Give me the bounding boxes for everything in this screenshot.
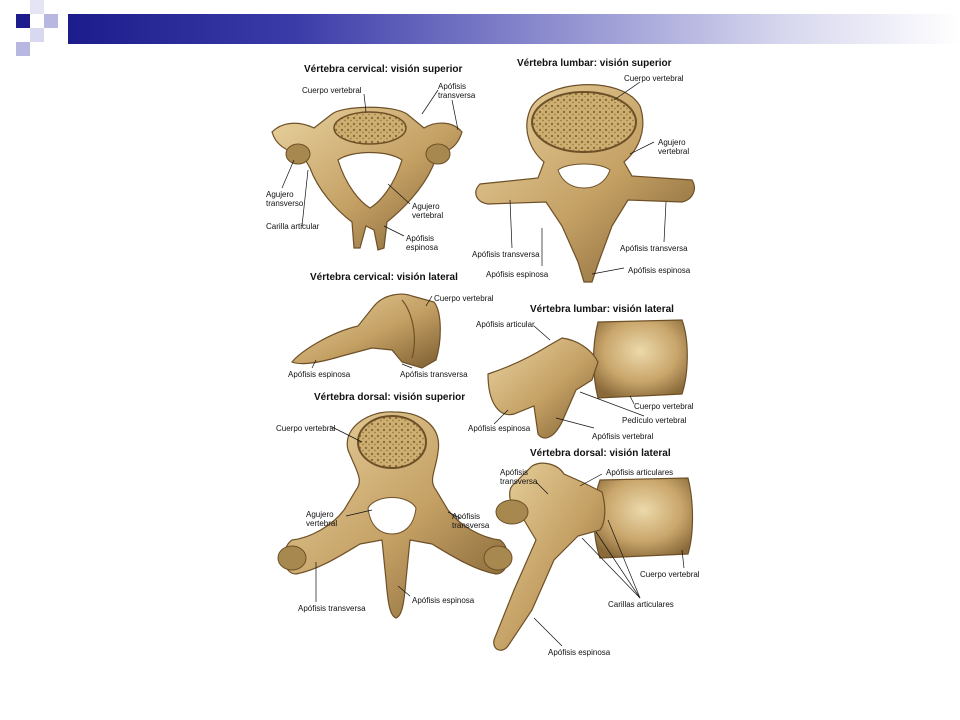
label-agujero-transverso: Agujero <box>266 190 294 199</box>
vertebrae-plate: Vértebra cervical: visión superior Vérte… <box>262 50 722 675</box>
label-apofisis-espinosa: Apófisis espinosa <box>412 596 475 605</box>
header-square-decoration <box>44 14 58 28</box>
lumbar-superior-illustration <box>475 84 695 283</box>
label-agujero-vertebral: vertebral <box>412 211 444 220</box>
label-apofisis-transversa: Apófisis <box>438 82 467 91</box>
label-apofisis-transversa: Apófisis transversa <box>400 370 468 379</box>
label-apofisis-articulares: Apófisis articulares <box>606 468 674 477</box>
label-apofisis-transversa: Apófisis <box>500 468 529 477</box>
label-apofisis-espinosa: Apófisis espinosa <box>468 424 531 433</box>
header-square-decoration <box>30 28 44 42</box>
label-carillas-articulares: Carillas articulares <box>608 600 674 609</box>
header-square-decoration <box>16 42 30 56</box>
label-cuerpo-vertebral: Cuerpo vertebral <box>634 402 694 411</box>
label-agujero-vertebral: Agujero <box>658 138 686 147</box>
header-square-decoration <box>30 0 44 14</box>
label-agujero-vertebral: Agujero <box>306 510 334 519</box>
label-cuerpo-vertebral: Cuerpo vertebral <box>624 74 684 83</box>
label-apofisis-vertebral: Apófisis vertebral <box>592 432 654 441</box>
title-lumbar-lateral: Vértebra lumbar: visión lateral <box>530 304 674 315</box>
title-lumbar-superior: Vértebra lumbar: visión superior <box>517 58 672 69</box>
label-cuerpo-vertebral: Cuerpo vertebral <box>640 570 700 579</box>
label-agujero-transverso: transverso <box>266 199 304 208</box>
label-apofisis-espinosa: Apófisis espinosa <box>486 270 549 279</box>
label-apofisis-transversa: transversa <box>452 521 490 530</box>
dorsal-superior-illustration <box>277 411 513 619</box>
label-agujero-vertebral: vertebral <box>658 147 690 156</box>
label-apofisis-espinosa: espinosa <box>406 243 439 252</box>
label-apofisis-transversa: transversa <box>500 477 538 486</box>
label-apofisis-espinosa: Apófisis espinosa <box>628 266 691 275</box>
label-cuerpo-vertebral: Cuerpo vertebral <box>302 86 362 95</box>
header-gradient-band <box>68 14 960 44</box>
title-dorsal-superior: Vértebra dorsal: visión superior <box>314 392 466 403</box>
label-cuerpo-vertebral: Cuerpo vertebral <box>434 294 494 303</box>
label-pediculo-vertebral: Pedículo vertebral <box>622 416 687 425</box>
label-apofisis-transversa: Apófisis transversa <box>620 244 688 253</box>
label-apofisis-transversa: transversa <box>438 91 476 100</box>
label-agujero-vertebral: vertebral <box>306 519 338 528</box>
label-apofisis-espinosa: Apófisis espinosa <box>288 370 351 379</box>
title-dorsal-lateral: Vértebra dorsal: visión lateral <box>530 448 671 459</box>
label-carilla-articular: Carilla articular <box>266 222 320 231</box>
label-apofisis-espinosa: Apófisis espinosa <box>548 648 611 657</box>
title-cervical-lateral: Vértebra cervical: visión lateral <box>310 272 458 283</box>
label-apofisis-transversa: Apófisis <box>452 512 481 521</box>
cervical-lateral-illustration <box>291 293 441 369</box>
lumbar-lateral-illustration <box>487 319 688 439</box>
label-apofisis-espinosa: Apófisis <box>406 234 435 243</box>
label-apofisis-articular: Apófisis articular <box>476 320 535 329</box>
label-agujero-vertebral: Agujero <box>412 202 440 211</box>
label-apofisis-transversa: Apófisis transversa <box>472 250 540 259</box>
dorsal-lateral-illustration <box>493 462 694 651</box>
title-cervical-superior: Vértebra cervical: visión superior <box>304 64 463 75</box>
vertebrae-illustrations <box>271 81 695 651</box>
leader-lines <box>281 81 685 647</box>
label-apofisis-transversa: Apófisis transversa <box>298 604 366 613</box>
header-square-decoration <box>16 14 30 28</box>
label-cuerpo-vertebral: Cuerpo vertebral <box>276 424 336 433</box>
cervical-superior-illustration <box>271 106 463 251</box>
